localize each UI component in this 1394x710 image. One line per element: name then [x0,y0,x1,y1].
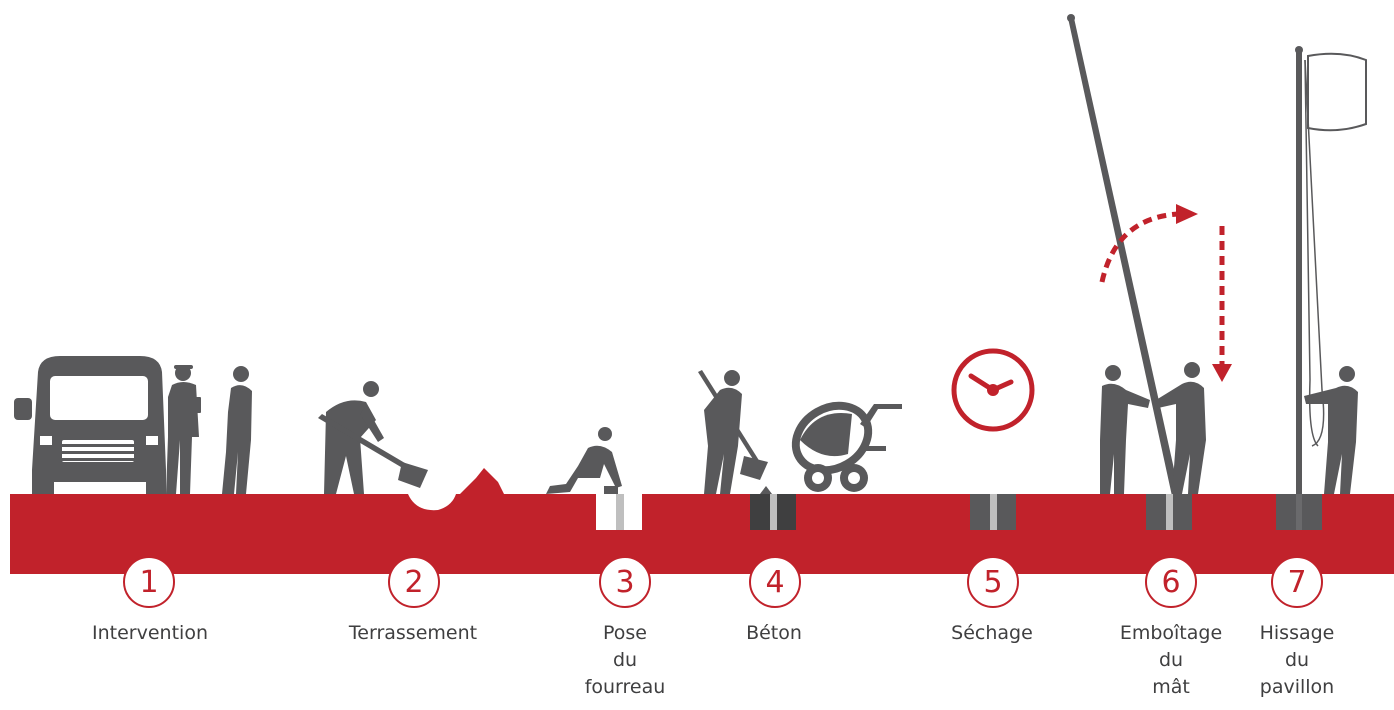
step-6-label-line-1: Emboîtage [1119,622,1223,644]
step-6-number: 6 [1145,556,1197,608]
clock-icon [951,348,1035,432]
sleeve-tube [616,494,624,530]
step-3-label-line-2: du [612,649,638,671]
step-4-label: Béton [694,620,854,647]
van-grille [62,444,134,461]
step-6-label-line-3: mât [1152,676,1190,698]
step-4-label-line: Béton [746,622,802,644]
step-2-label: Terrassement [333,620,493,647]
worker-with-clipboard-icon [166,365,201,494]
step-1-number: 1 [123,556,175,608]
step-3-label-line-1: Pose [603,622,647,644]
step-2-number: 2 [388,556,440,608]
pole-insertion-icon [1067,14,1232,530]
step-6-label: Emboîtage du mât [1091,620,1251,701]
step-6-label-line-2: du [1158,649,1184,671]
step-3-label: Pose du fourreau [545,620,705,701]
cured-sleeve [990,494,997,530]
step-5-label: Séchage [912,620,1072,647]
step-3-number: 3 [599,556,651,608]
shoveling-worker-icon [698,370,768,494]
concrete-pour [760,486,772,494]
step-2-label-line: Terrassement [348,622,478,644]
step-7-label-line-3: pavillon [1259,676,1335,698]
step-4-number: 4 [749,556,801,608]
step-1-label: Intervention [70,620,230,647]
step-7-label: Hissage du pavillon [1217,620,1377,701]
step-1-label-line: Intervention [92,622,208,644]
kneeling-worker-icon [546,427,622,494]
step-5-number: 5 [967,556,1019,608]
step-7-label-line-1: Hissage [1259,622,1335,644]
digging-worker-icon [318,381,504,494]
step-5-label-line: Séchage [951,622,1033,644]
concrete-mixer-icon [791,401,902,492]
step-7-number: 7 [1271,556,1323,608]
step-7-label-line-2: du [1284,649,1310,671]
concrete-sleeve [770,494,777,530]
flag-hoisting-icon [1276,46,1367,530]
excavation-hole [408,494,456,511]
step-3-label-line-3: fourreau [584,676,666,698]
worker-standing-icon [222,366,252,494]
